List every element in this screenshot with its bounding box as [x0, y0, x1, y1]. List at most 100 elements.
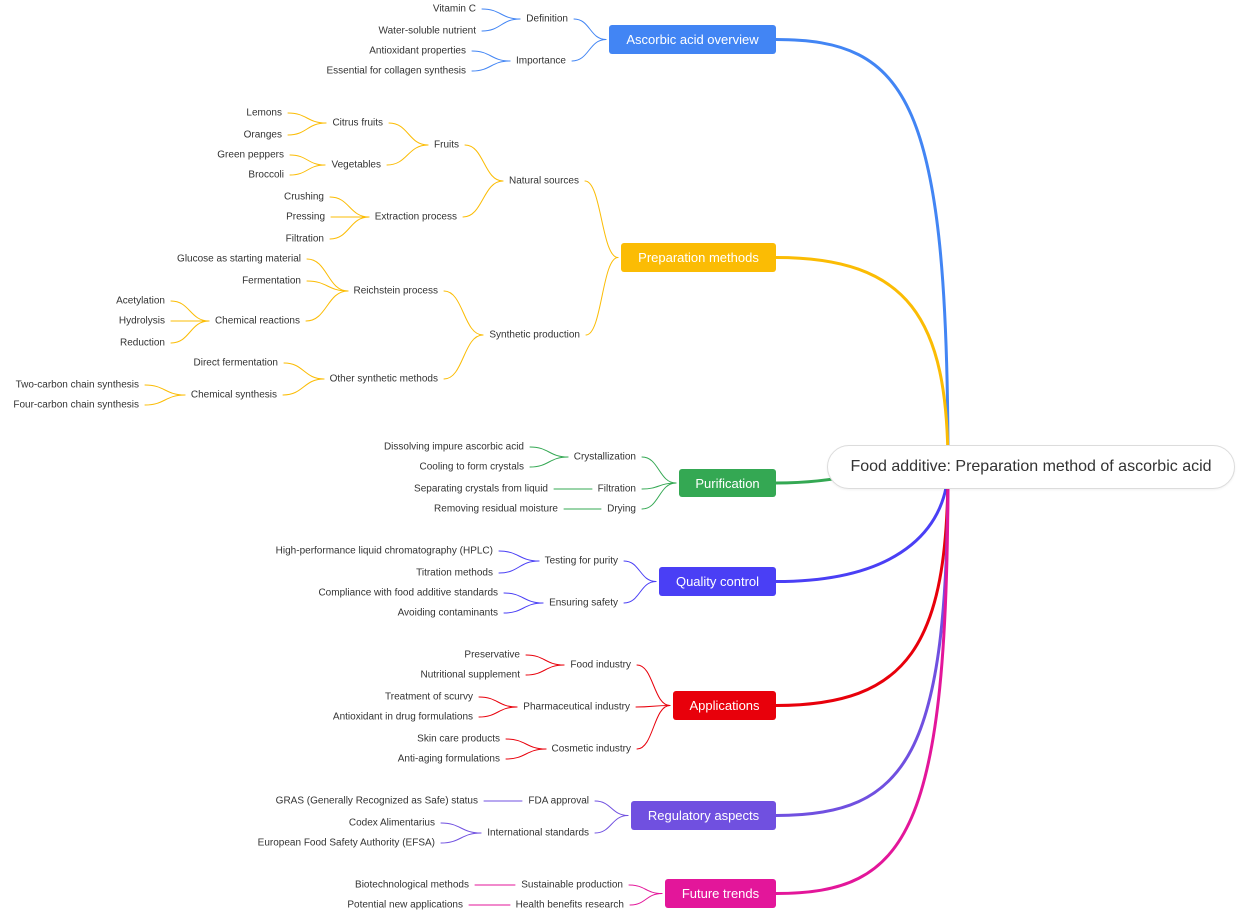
- topic-node[interactable]: Antioxidant properties: [369, 45, 466, 57]
- branch-node[interactable]: Regulatory aspects: [631, 801, 776, 830]
- topic-node[interactable]: Glucose as starting material: [177, 253, 301, 265]
- connector-line: [628, 884, 663, 894]
- topic-node[interactable]: Treatment of scurvy: [385, 691, 473, 703]
- topic-node[interactable]: Four-carbon chain synthesis: [13, 399, 139, 411]
- topic-node[interactable]: Potential new applications: [347, 899, 463, 911]
- topic-node[interactable]: High-performance liquid chromatography (…: [275, 545, 493, 557]
- topic-node[interactable]: Green peppers: [217, 149, 284, 161]
- connector-line: [287, 122, 327, 136]
- topic-node[interactable]: Citrus fruits: [332, 117, 383, 129]
- connector-line: [774, 465, 950, 895]
- topic-node[interactable]: Chemical reactions: [214, 315, 300, 327]
- topic-node[interactable]: Oranges: [243, 129, 282, 141]
- topic-node[interactable]: Crushing: [283, 191, 324, 203]
- topic-node[interactable]: Pressing: [286, 211, 325, 223]
- topic-node[interactable]: Other synthetic methods: [329, 373, 438, 385]
- topic-node[interactable]: Cooling to form crystals: [419, 461, 524, 473]
- topic-node[interactable]: Direct fermentation: [193, 357, 278, 369]
- topic-node[interactable]: Drying: [607, 503, 636, 515]
- topic-node[interactable]: Ensuring safety: [549, 597, 618, 609]
- topic-node[interactable]: Cosmetic industry: [551, 743, 631, 755]
- connector-line: [170, 300, 210, 322]
- topic-node[interactable]: Chemical synthesis: [190, 389, 277, 401]
- topic-node[interactable]: Synthetic production: [489, 329, 580, 341]
- connector-line: [305, 290, 349, 322]
- branch-node[interactable]: Future trends: [665, 879, 776, 908]
- connector-line: [636, 664, 671, 706]
- connector-line: [629, 893, 663, 906]
- connector-line: [306, 280, 349, 292]
- topic-node[interactable]: Reichstein process: [353, 285, 438, 297]
- connector-line: [594, 800, 629, 816]
- topic-node[interactable]: Sustainable production: [521, 879, 623, 891]
- connector-line: [774, 465, 950, 817]
- topic-node[interactable]: Compliance with food additive standards: [318, 587, 498, 599]
- connector-line: [623, 560, 657, 582]
- topic-node[interactable]: Nutritional supplement: [420, 669, 521, 681]
- topic-node[interactable]: Filtration: [597, 483, 636, 495]
- topic-node[interactable]: Antioxidant in drug formulations: [332, 711, 473, 723]
- topic-node[interactable]: Extraction process: [374, 211, 457, 223]
- connector-line: [585, 257, 619, 336]
- topic-node[interactable]: International standards: [487, 827, 589, 839]
- connector-line: [594, 815, 629, 834]
- topic-node[interactable]: Vegetables: [331, 159, 382, 171]
- connector-line: [289, 154, 326, 166]
- branch-node[interactable]: Quality control: [659, 567, 776, 596]
- topic-node[interactable]: Testing for purity: [544, 555, 618, 567]
- topic-node[interactable]: Natural sources: [508, 175, 579, 187]
- topic-node[interactable]: Fermentation: [242, 275, 301, 287]
- connector-line: [478, 696, 518, 708]
- topic-node[interactable]: Health benefits research: [515, 899, 624, 911]
- topic-node[interactable]: Separating crystals from liquid: [414, 483, 548, 495]
- topic-node[interactable]: Reduction: [119, 337, 165, 349]
- topic-node[interactable]: Codex Alimentarius: [348, 817, 435, 829]
- topic-node[interactable]: Food industry: [570, 659, 631, 671]
- connector-line: [170, 320, 210, 344]
- connector-line: [774, 465, 950, 707]
- connector-line: [503, 602, 544, 614]
- topic-node[interactable]: Removing residual moisture: [434, 503, 558, 515]
- topic-node[interactable]: Essential for collagen synthesis: [326, 65, 466, 77]
- topic-node[interactable]: Titration methods: [416, 567, 493, 579]
- topic-node[interactable]: Biotechnological methods: [355, 879, 469, 891]
- topic-node[interactable]: Anti-aging formulations: [397, 753, 500, 765]
- topic-node[interactable]: European Food Safety Authority (EFSA): [257, 837, 435, 849]
- topic-node[interactable]: Lemons: [246, 107, 282, 119]
- topic-node[interactable]: Fruits: [434, 139, 459, 151]
- topic-node[interactable]: Broccoli: [248, 169, 284, 181]
- topic-node[interactable]: GRAS (Generally Recognized as Safe) stat…: [275, 795, 478, 807]
- connector-line: [525, 654, 565, 666]
- topic-node[interactable]: Water-soluble nutrient: [378, 25, 476, 37]
- topic-node[interactable]: Skin care products: [417, 733, 500, 745]
- topic-node[interactable]: Importance: [515, 55, 566, 67]
- connector-line: [144, 394, 186, 406]
- branch-node[interactable]: Purification: [679, 469, 776, 497]
- connector-line: [462, 180, 504, 218]
- connector-line: [641, 456, 677, 484]
- topic-node[interactable]: Dissolving impure ascorbic acid: [383, 441, 524, 453]
- topic-node[interactable]: Crystallization: [573, 451, 636, 463]
- topic-node[interactable]: Two-carbon chain synthesis: [15, 379, 139, 391]
- topic-node[interactable]: FDA approval: [528, 795, 589, 807]
- connector-line: [623, 581, 657, 604]
- root-node[interactable]: Food additive: Preparation method of asc…: [827, 445, 1235, 489]
- branch-node[interactable]: Ascorbic acid overview: [609, 25, 776, 54]
- connector-line: [471, 60, 511, 72]
- topic-node[interactable]: Pharmaceutical industry: [523, 701, 630, 713]
- topic-node[interactable]: Definition: [526, 13, 568, 25]
- connector-line: [144, 384, 186, 396]
- topic-node[interactable]: Preservative: [464, 649, 520, 661]
- branch-node[interactable]: Preparation methods: [621, 243, 776, 272]
- topic-node[interactable]: Hydrolysis: [118, 315, 165, 327]
- connector-line: [636, 705, 671, 750]
- topic-node[interactable]: Acetylation: [116, 295, 165, 307]
- connector-line: [440, 832, 482, 844]
- topic-node[interactable]: Vitamin C: [432, 3, 476, 15]
- branch-node[interactable]: Applications: [673, 691, 776, 720]
- connector-line: [503, 592, 544, 604]
- topic-node[interactable]: Filtration: [285, 233, 324, 245]
- topic-node[interactable]: Avoiding contaminants: [397, 607, 498, 619]
- connector-line: [525, 664, 565, 676]
